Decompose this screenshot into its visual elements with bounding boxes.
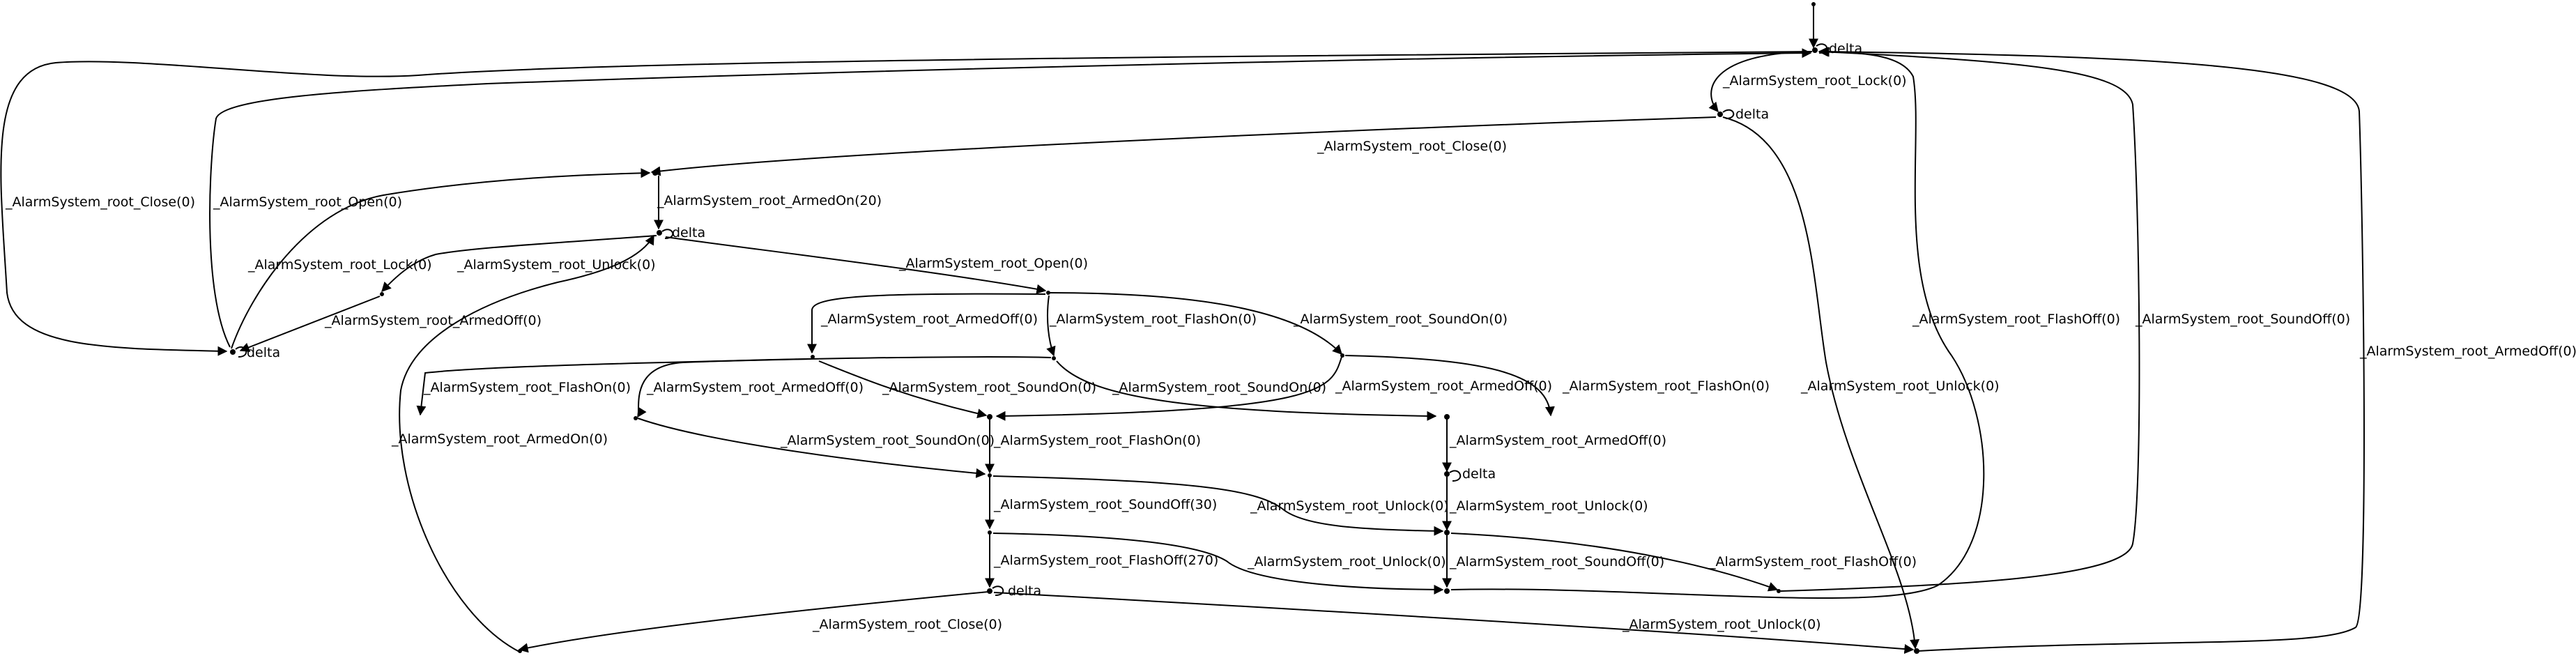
label-close-top: _AlarmSystem_root_Close(0) xyxy=(1317,139,1507,154)
edge-unlock-bottom xyxy=(993,592,1915,654)
state-initial xyxy=(1811,2,1816,6)
edge-soundon-b xyxy=(818,360,988,419)
label-armedoff-left: _AlarmSystem_root_ArmedOff(0) xyxy=(324,313,542,328)
label-flashon-b: _AlarmSystem_root_FlashOn(0) xyxy=(423,380,631,395)
edge-soundon-c xyxy=(1056,360,1437,421)
state-s4 xyxy=(657,230,662,236)
label-armedoff-c: _AlarmSystem_root_ArmedOff(0) xyxy=(1335,378,1552,394)
label-delta-2: delta xyxy=(1735,107,1769,122)
label-armedoff-right: _AlarmSystem_root_ArmedOff(0) xyxy=(2359,344,2576,359)
edge-soundoff-right xyxy=(1780,47,2140,592)
state-s9 xyxy=(987,414,992,420)
edge-soundon-d xyxy=(637,418,986,478)
edge-labels: delta _AlarmSystem_root_Lock(0) delta _A… xyxy=(5,41,2576,632)
edge-lock-mid xyxy=(231,168,651,349)
label-delta-top: delta xyxy=(1829,41,1862,56)
edge-armedoff-b xyxy=(637,356,1052,418)
label-delta-4: delta xyxy=(1462,466,1496,482)
label-armedoff-a: _AlarmSystem_root_ArmedOff(0) xyxy=(820,312,1038,327)
edge-close-left xyxy=(0,51,1811,356)
label-unlock-b: _AlarmSystem_root_Unlock(0) xyxy=(1449,498,1648,514)
state-s8 xyxy=(1340,353,1344,358)
edge-armedon-left xyxy=(399,234,654,652)
edge-soundon-a xyxy=(1048,292,1342,355)
edge-s4-delta xyxy=(661,229,674,239)
edge-armedoff-c xyxy=(995,356,1342,421)
state-s12 xyxy=(1444,471,1450,477)
label-soundoff-right: _AlarmSystem_root_SoundOff(0) xyxy=(2135,312,2350,327)
state-left xyxy=(230,349,236,355)
state-s2 xyxy=(1717,112,1723,117)
label-close-left: _AlarmSystem_root_Close(0) xyxy=(5,194,195,210)
state-b xyxy=(634,416,638,420)
label-flashoff270: _AlarmSystem_root_FlashOff(270) xyxy=(993,553,1218,568)
label-soundon-d: _AlarmSystem_root_SoundOn(0) xyxy=(780,433,995,448)
edge-close-top xyxy=(650,116,1717,176)
label-soundon-b: _AlarmSystem_root_SoundOn(0) xyxy=(882,380,1096,395)
edge-s12-delta xyxy=(1449,470,1462,482)
label-unlock-c: _AlarmSystem_root_Unlock(0) xyxy=(1247,554,1446,569)
edge-open-mid xyxy=(665,236,1047,294)
label-armedoff-d: _AlarmSystem_root_ArmedOff(0) xyxy=(1449,433,1666,448)
label-unlock-right: _AlarmSystem_root_Unlock(0) xyxy=(1800,378,2000,394)
state-s14 xyxy=(1444,530,1450,535)
label-lock-mid: _AlarmSystem_root_Lock(0) xyxy=(247,257,432,273)
label-soundon-c: _AlarmSystem_root_SoundOn(0) xyxy=(1112,380,1326,395)
label-close-bottom: _AlarmSystem_root_Close(0) xyxy=(812,617,1002,632)
edge-close-bottom xyxy=(518,591,989,653)
state-s3 xyxy=(652,170,658,176)
edge-flashoff-a xyxy=(1450,533,1779,592)
edge-flashon-a xyxy=(1046,295,1056,357)
label-soundoff30: _AlarmSystem_root_SoundOff(30) xyxy=(993,497,1217,512)
state-s17 xyxy=(1777,589,1781,593)
label-unlock-mid: _AlarmSystem_root_Unlock(0) xyxy=(457,257,656,273)
label-delta-5: delta xyxy=(1008,583,1041,599)
state-s15 xyxy=(987,588,992,594)
edge-armedoff-right xyxy=(1819,47,2365,652)
state-s5 xyxy=(1046,291,1050,295)
state-s16 xyxy=(1444,588,1450,594)
state-s18 xyxy=(518,649,522,653)
label-delta-left: delta xyxy=(247,345,280,360)
label-armedoff-b: _AlarmSystem_root_ArmedOff(0) xyxy=(646,380,864,395)
label-open-left: _AlarmSystem_root_Open(0) xyxy=(213,194,402,210)
state-s7 xyxy=(1052,356,1056,360)
edges xyxy=(0,6,2365,654)
state-s11 xyxy=(988,473,992,477)
edge-open-left xyxy=(209,48,1812,348)
edge-flashon-c xyxy=(1344,355,1555,417)
state-s13 xyxy=(988,530,992,535)
edge-unlock-c xyxy=(992,533,1444,595)
label-armedon20: _AlarmSystem_root_ArmedOn(20) xyxy=(657,193,882,208)
edge-s15-delta xyxy=(992,586,1004,596)
state-s6 xyxy=(811,355,815,359)
edge-armedoff-left xyxy=(239,296,381,352)
edge-unlock-right xyxy=(1722,116,1920,650)
label-soundon-a: _AlarmSystem_root_SoundOn(0) xyxy=(1293,312,1508,327)
label-flashoff-a: _AlarmSystem_root_FlashOff(0) xyxy=(1708,554,1917,569)
label-unlock-bottom: _AlarmSystem_root_Unlock(0) xyxy=(1622,617,1821,632)
label-unlock-a: _AlarmSystem_root_Unlock(0) xyxy=(1250,498,1449,514)
label-soundoff-a: _AlarmSystem_root_SoundOff(0) xyxy=(1449,554,1664,569)
label-flashon-a: _AlarmSystem_root_FlashOn(0) xyxy=(1049,312,1257,327)
label-lock-top: _AlarmSystem_root_Lock(0) xyxy=(1722,73,1907,89)
label-flashon-c: _AlarmSystem_root_FlashOn(0) xyxy=(1562,378,1770,394)
label-flashon-d: _AlarmSystem_root_FlashOn(0) xyxy=(993,433,1201,448)
edge-unlock-mid xyxy=(381,235,657,293)
edge-flashoff-right xyxy=(1450,47,1985,599)
edge-unlock-a xyxy=(992,475,1444,536)
label-open-mid: _AlarmSystem_root_Open(0) xyxy=(898,256,1088,271)
state-s1 xyxy=(1812,47,1818,53)
label-delta-3: delta xyxy=(672,225,705,240)
nodes xyxy=(230,2,1919,654)
state-s19 xyxy=(1914,648,1919,654)
label-flashoff-right: _AlarmSystem_root_FlashOff(0) xyxy=(1912,312,2120,327)
state-s10 xyxy=(1444,414,1450,420)
edge-armedoff-a xyxy=(807,293,1046,354)
state-a xyxy=(380,292,384,296)
label-armedon-left: _AlarmSystem_root_ArmedOn(0) xyxy=(391,431,608,447)
